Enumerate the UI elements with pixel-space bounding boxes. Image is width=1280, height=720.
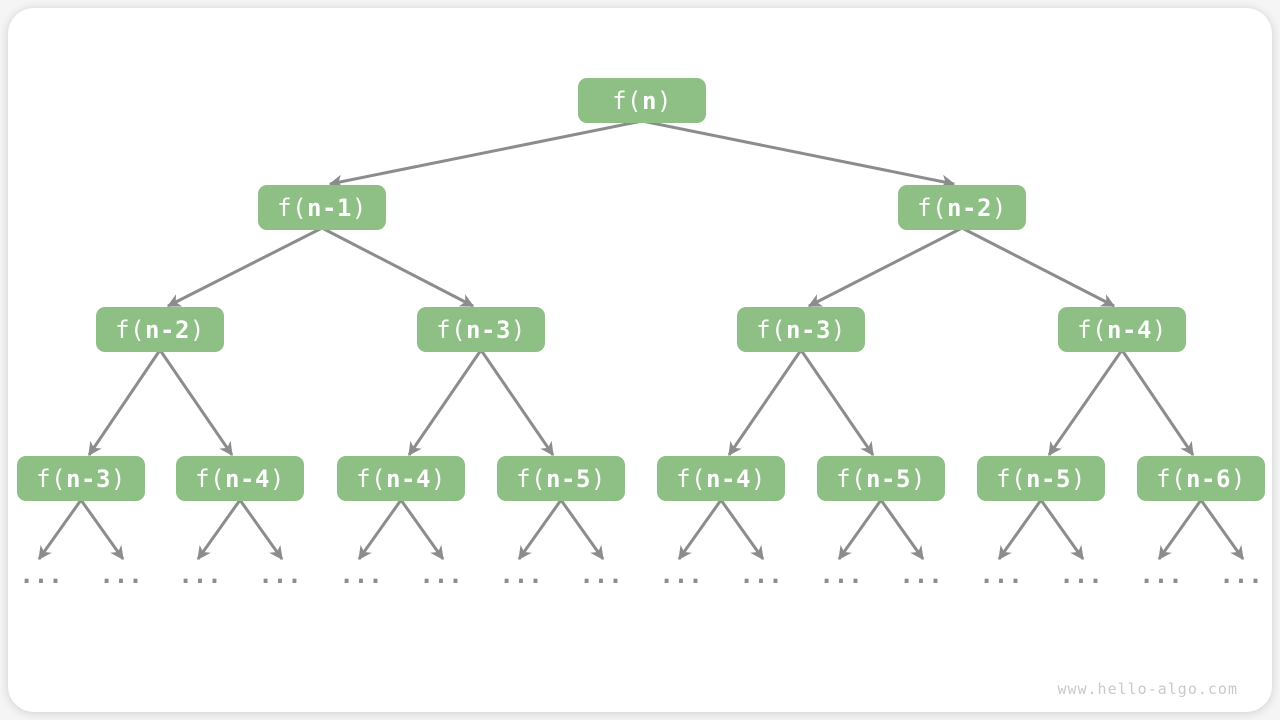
tree-edge: [196, 499, 242, 561]
tree-node-l2-0: f(n-2): [96, 307, 224, 352]
ellipsis: ...: [19, 561, 63, 589]
ellipsis: ...: [178, 561, 222, 589]
tree-edge: [1199, 499, 1245, 561]
tree-edge: [37, 499, 83, 561]
tree-node-l3-2: f(n-4): [337, 456, 465, 501]
tree-node-l1-1: f(n-2): [898, 185, 1026, 230]
tree-edge: [799, 349, 875, 457]
tree-edge: [677, 499, 723, 561]
ellipsis: ...: [979, 561, 1023, 589]
tree-edge: [479, 349, 555, 457]
ellipsis: ...: [1139, 561, 1183, 589]
tree-edge: [357, 499, 403, 561]
tree-node-l3-3: f(n-5): [497, 456, 625, 501]
tree-node-l0-0: f(n): [578, 78, 706, 123]
watermark: www.hello-algo.com: [1057, 680, 1238, 698]
ellipsis: ...: [499, 561, 543, 589]
tree-node-l3-5: f(n-5): [817, 456, 945, 501]
tree-edge: [1039, 499, 1085, 561]
tree-edge: [321, 226, 475, 308]
tree-edge: [407, 349, 483, 457]
tree-edge: [961, 226, 1116, 308]
ellipsis: ...: [99, 561, 143, 589]
tree-edge: [641, 119, 956, 189]
ellipsis: ...: [659, 561, 703, 589]
ellipsis: ...: [419, 561, 463, 589]
tree-edge: [727, 349, 803, 457]
tree-edge: [166, 226, 323, 308]
ellipsis: ...: [1219, 561, 1263, 589]
tree-node-l3-1: f(n-4): [176, 456, 304, 501]
tree-edge: [879, 499, 925, 561]
tree-edge: [517, 499, 563, 561]
tree-node-l1-0: f(n-1): [258, 185, 386, 230]
tree-edge: [997, 499, 1043, 561]
tree-node-l3-7: f(n-6): [1137, 456, 1265, 501]
ellipsis: ...: [579, 561, 623, 589]
tree-edge: [807, 226, 963, 308]
tree-edge: [238, 499, 284, 561]
tree-edge: [79, 499, 125, 561]
ellipsis: ...: [1059, 561, 1103, 589]
ellipsis: ...: [739, 561, 783, 589]
tree-node-l3-6: f(n-5): [977, 456, 1105, 501]
ellipsis: ...: [258, 561, 302, 589]
diagram-card: [8, 8, 1272, 712]
tree-edge: [837, 499, 883, 561]
tree-node-l3-4: f(n-4): [657, 456, 785, 501]
tree-edge: [1120, 349, 1195, 457]
ellipsis: ...: [339, 561, 383, 589]
tree-node-l2-1: f(n-3): [417, 307, 545, 352]
tree-node-l3-0: f(n-3): [17, 456, 145, 501]
tree-edge: [719, 499, 765, 561]
tree-edge: [87, 349, 162, 457]
tree-edge: [158, 349, 234, 457]
tree-edge: [559, 499, 605, 561]
ellipsis: ...: [819, 561, 863, 589]
tree-edge: [1157, 499, 1203, 561]
tree-node-l2-3: f(n-4): [1058, 307, 1186, 352]
tree-node-l2-2: f(n-3): [737, 307, 865, 352]
tree-edge: [399, 499, 445, 561]
tree-edge: [1047, 349, 1124, 457]
ellipsis: ...: [899, 561, 943, 589]
tree-edge: [328, 119, 643, 189]
